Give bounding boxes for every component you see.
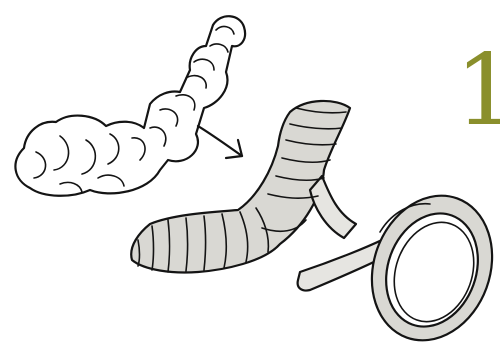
crumpled-paper-icon [15,16,245,196]
arrow-icon [198,126,242,158]
